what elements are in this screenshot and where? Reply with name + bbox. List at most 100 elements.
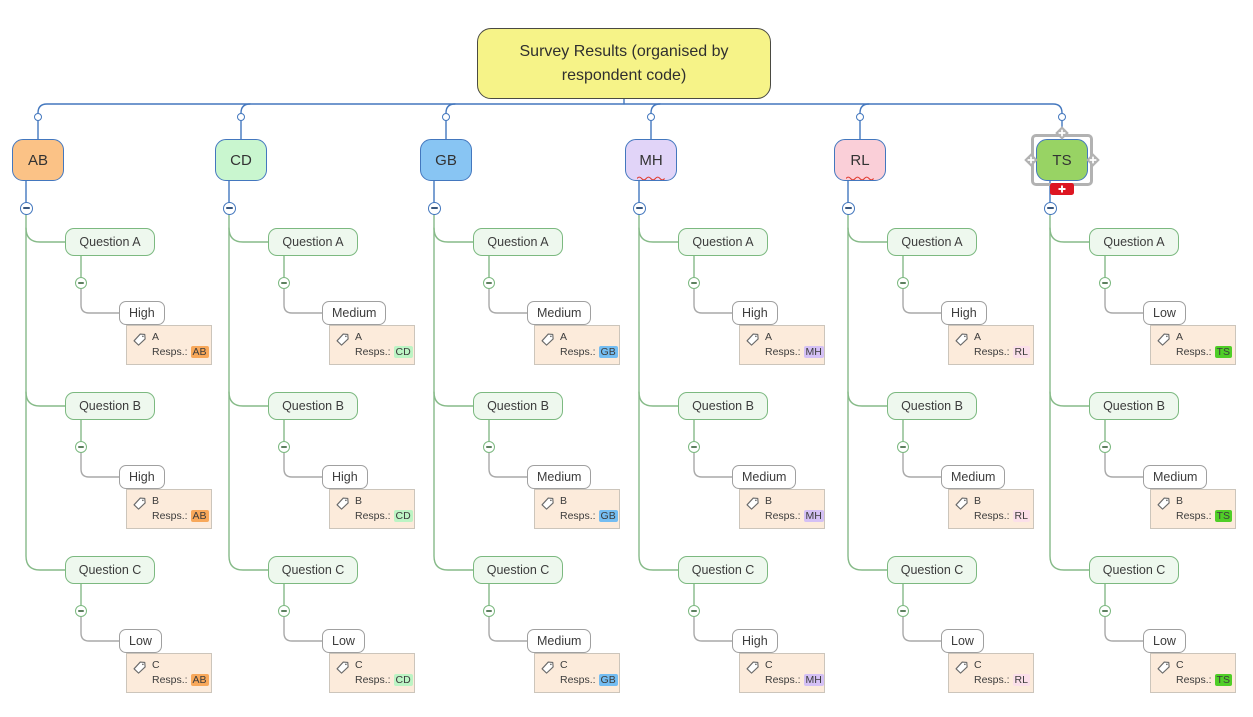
add-topic-handle-top[interactable]: [1054, 125, 1070, 141]
add-topic-handle-right[interactable]: [1085, 152, 1101, 168]
collapse-toggle-minus[interactable]: [483, 605, 495, 617]
minus-glyph: [78, 282, 84, 284]
question-topic[interactable]: Question A: [678, 228, 768, 256]
answer-topic[interactable]: Low: [119, 629, 162, 653]
root-topic[interactable]: Survey Results (organised by respondent …: [477, 28, 771, 99]
question-topic[interactable]: Question B: [1089, 392, 1179, 420]
collapse-toggle-minus[interactable]: [1099, 605, 1111, 617]
answer-topic[interactable]: High: [322, 465, 368, 489]
minus-glyph: [1102, 282, 1108, 284]
question-topic[interactable]: Question A: [65, 228, 155, 256]
question-topic[interactable]: Question A: [268, 228, 358, 256]
answer-topic[interactable]: Medium: [322, 301, 387, 325]
branch-topic-rl[interactable]: RL: [834, 139, 886, 181]
question-topic[interactable]: Question A: [1089, 228, 1179, 256]
answer-topic[interactable]: High: [119, 465, 165, 489]
branch-topic-gb[interactable]: GB: [420, 139, 472, 181]
collapse-toggle-minus[interactable]: [278, 441, 290, 453]
collapse-toggle-minus[interactable]: [75, 605, 87, 617]
question-topic[interactable]: Question B: [268, 392, 358, 420]
collapse-toggle-minus[interactable]: [483, 277, 495, 289]
collapse-toggle-minus[interactable]: [278, 605, 290, 617]
note-tag-line: B: [974, 494, 1030, 509]
add-subtopic-button[interactable]: [1050, 182, 1074, 195]
answer-topic[interactable]: Low: [1143, 301, 1186, 325]
question-topic[interactable]: Question B: [65, 392, 155, 420]
collapse-toggle-minus[interactable]: [1043, 201, 1057, 215]
answer-topic[interactable]: Medium: [1143, 465, 1208, 489]
branch-topic-mh[interactable]: MH: [625, 139, 677, 181]
answer-topic[interactable]: Medium: [527, 629, 592, 653]
answer-topic[interactable]: Low: [941, 629, 984, 653]
question-topic[interactable]: Question A: [887, 228, 977, 256]
collapse-toggle-minus[interactable]: [1099, 277, 1111, 289]
answer-topic[interactable]: Medium: [527, 301, 592, 325]
tag-icon: [335, 494, 351, 524]
collapse-toggle-minus[interactable]: [483, 441, 495, 453]
note-tag-line: A: [974, 330, 1030, 345]
answer-topic[interactable]: High: [941, 301, 987, 325]
question-topic[interactable]: Question C: [473, 556, 563, 584]
answer-topic[interactable]: Low: [322, 629, 365, 653]
collapse-toggle-minus[interactable]: [75, 441, 87, 453]
answer-topic[interactable]: High: [732, 301, 778, 325]
collapse-toggle-minus[interactable]: [897, 605, 909, 617]
question-topic[interactable]: Question B: [887, 392, 977, 420]
collapse-toggle-minus[interactable]: [688, 441, 700, 453]
collapse-toggle-minus[interactable]: [632, 201, 646, 215]
spellcheck-squiggle: [636, 167, 665, 184]
collapse-toggle-minus[interactable]: [19, 201, 33, 215]
answer-topic[interactable]: Medium: [527, 465, 592, 489]
collapse-toggle-minus[interactable]: [75, 277, 87, 289]
collapse-toggle-minus[interactable]: [1099, 441, 1111, 453]
branch-topic-ts[interactable]: TS: [1036, 139, 1088, 181]
question-topic[interactable]: Question C: [678, 556, 768, 584]
collapse-toggle-minus[interactable]: [841, 201, 855, 215]
answer-topic[interactable]: Medium: [732, 465, 797, 489]
question-topic[interactable]: Question C: [268, 556, 358, 584]
question-topic[interactable]: Question B: [678, 392, 768, 420]
question-topic[interactable]: Question C: [887, 556, 977, 584]
collapse-toggle-minus[interactable]: [427, 201, 441, 215]
branch-topic-cd[interactable]: CD: [215, 139, 267, 181]
add-topic-handle-left[interactable]: [1023, 152, 1039, 168]
branch-topic-label: TS: [1052, 151, 1072, 169]
question-topic[interactable]: Question C: [1089, 556, 1179, 584]
resps-label: Resps.:: [1176, 674, 1212, 686]
branch-topic-ab[interactable]: AB: [12, 139, 64, 181]
answer-topic[interactable]: High: [732, 629, 778, 653]
collapse-toggle-minus[interactable]: [897, 441, 909, 453]
answer-topic[interactable]: High: [119, 301, 165, 325]
collapse-toggle-minus[interactable]: [897, 277, 909, 289]
respondent-highlight: MH: [803, 346, 824, 358]
collapse-toggle-minus[interactable]: [688, 605, 700, 617]
collapse-toggle-minus[interactable]: [222, 201, 236, 215]
answer-topic[interactable]: Low: [1143, 629, 1186, 653]
collapse-toggle-minus[interactable]: [688, 277, 700, 289]
collapse-toggle-minus[interactable]: [278, 277, 290, 289]
question-topic[interactable]: Question C: [65, 556, 155, 584]
question-topic[interactable]: Question B: [473, 392, 563, 420]
answer-topic[interactable]: Medium: [941, 465, 1006, 489]
question-topic[interactable]: Question A: [473, 228, 563, 256]
